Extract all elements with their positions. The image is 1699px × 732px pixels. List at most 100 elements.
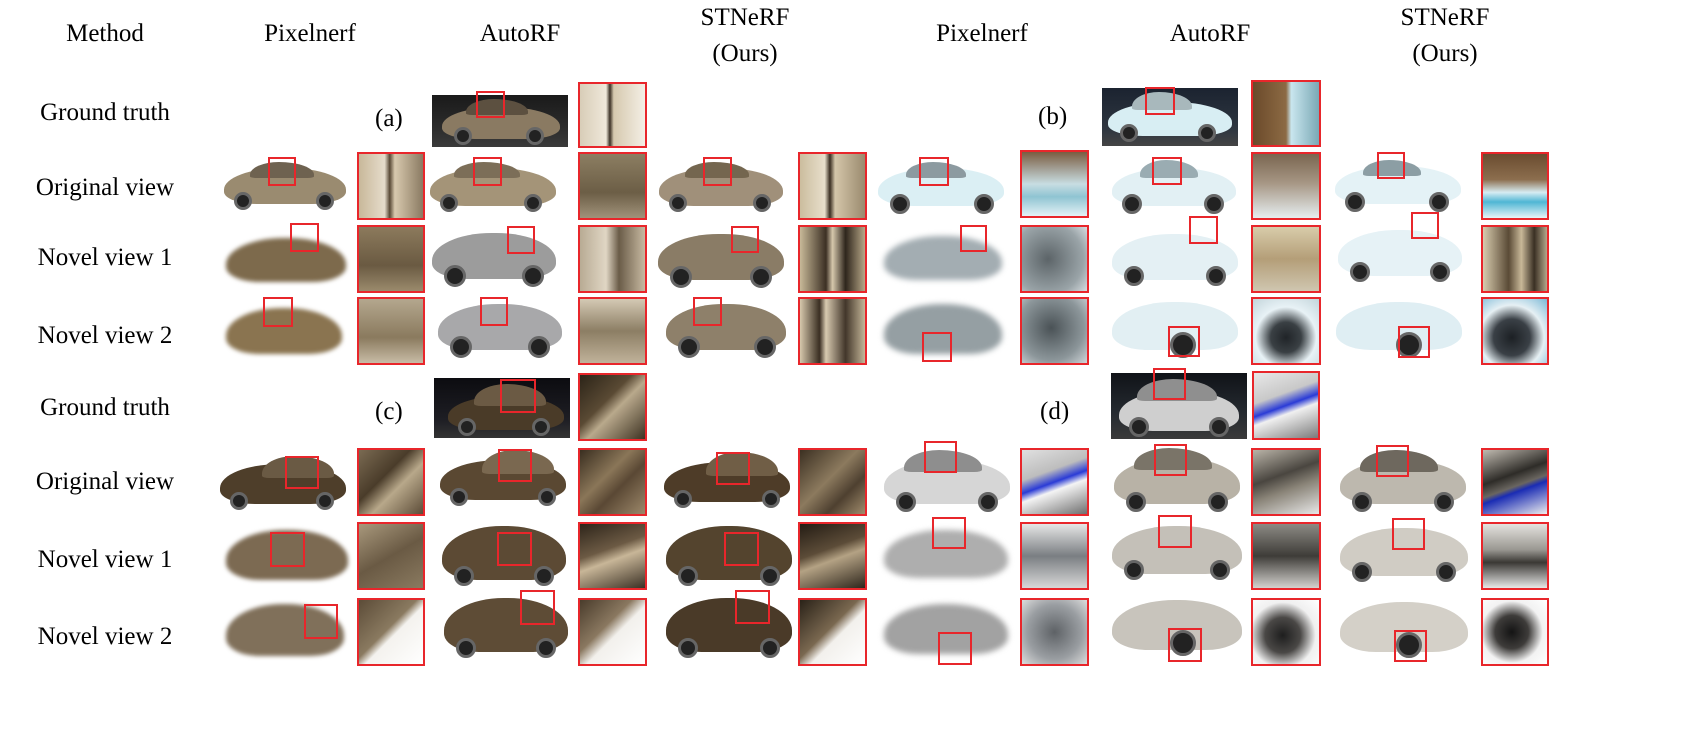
zoom-crop <box>1251 598 1321 666</box>
car-wheel <box>674 490 692 508</box>
autorf-novel-view-1-c <box>440 518 568 590</box>
car-shape <box>226 530 348 580</box>
selection-box <box>1398 326 1430 358</box>
ground-truth-crop-d <box>1252 371 1320 440</box>
car-wheel <box>1124 266 1144 286</box>
zoom-crop <box>1251 225 1321 293</box>
car-cabin <box>685 162 749 178</box>
zoom-crop <box>578 225 647 293</box>
car-wheel <box>762 490 780 508</box>
stnerf-novel-view-2-c <box>664 592 794 662</box>
car-wheel <box>1352 562 1372 582</box>
selection-box <box>497 532 532 566</box>
car-wheel <box>534 566 554 586</box>
stnerf-novel-view-2-a <box>664 296 790 360</box>
zoom-crop <box>1481 598 1549 666</box>
car-wheel <box>1204 194 1224 214</box>
car-wheel <box>316 492 334 510</box>
car-cabin <box>1360 450 1438 472</box>
row-label-novel-view-1-bottom: Novel view 1 <box>37 546 173 573</box>
zoom-crop <box>798 522 867 590</box>
selection-box <box>924 441 957 473</box>
selection-box <box>1376 445 1409 477</box>
car-cabin <box>1140 160 1198 178</box>
car-wheel <box>1124 560 1144 580</box>
car-wheel <box>536 638 556 658</box>
header-stnerf-name: STNeRF <box>1400 4 1490 31</box>
car-wheel <box>974 194 994 214</box>
car-cabin <box>474 384 546 406</box>
car-wheel <box>1198 124 1216 142</box>
car-wheel <box>450 488 468 506</box>
car-shape <box>884 304 1002 354</box>
car-wheel <box>1210 560 1230 580</box>
car-wheel <box>1206 266 1226 286</box>
car-wheel <box>1430 262 1450 282</box>
car-shape <box>226 238 346 282</box>
car-wheel <box>1429 192 1449 212</box>
car-wheel <box>1126 492 1146 512</box>
car-wheel <box>1350 262 1370 282</box>
autorf-novel-view-2-b <box>1110 292 1242 362</box>
ground-truth-image-b <box>1102 88 1238 146</box>
header-stnerf-ours: (Ours) <box>1412 40 1478 67</box>
ground-truth-selection-box-b <box>1145 87 1175 115</box>
zoom-crop <box>1251 522 1321 590</box>
ground-truth-selection-box-d <box>1153 368 1186 400</box>
car-wheel <box>456 638 476 658</box>
car-cabin <box>466 99 528 115</box>
stnerf-novel-view-2-d <box>1338 596 1470 662</box>
car-cabin <box>1137 379 1217 401</box>
zoom-crop <box>357 152 425 220</box>
car-wheel <box>450 336 472 358</box>
pixelnerf-novel-view-2-b <box>880 294 1006 362</box>
car-wheel <box>1436 562 1456 582</box>
zoom-crop <box>357 522 425 590</box>
autorf-original-view-d <box>1112 446 1244 514</box>
autorf-novel-view-1-b <box>1110 226 1242 288</box>
zoom-crop <box>357 448 425 516</box>
selection-box <box>1189 216 1218 244</box>
car-cabin <box>906 162 966 178</box>
autorf-novel-view-2-c <box>442 592 570 662</box>
car-wheel <box>538 488 556 506</box>
pixelnerf-original-view-c <box>218 454 348 512</box>
panel-tag-a: (a) <box>375 105 403 132</box>
zoom-crop <box>798 598 867 666</box>
stnerf-original-view-a <box>657 160 787 214</box>
car-shape <box>226 308 342 354</box>
zoom-crop <box>1020 225 1089 293</box>
selection-box <box>1377 152 1405 179</box>
zoom-crop <box>1251 448 1321 516</box>
stnerf-novel-view-1-d <box>1338 520 1470 584</box>
zoom-crop <box>357 225 425 293</box>
car-wheel <box>1122 194 1142 214</box>
selection-box <box>1392 518 1425 550</box>
car-wheel <box>1170 630 1196 656</box>
selection-box <box>473 157 502 186</box>
selection-box <box>263 297 293 327</box>
ground-truth-selection-box-a <box>476 91 505 118</box>
car-cabin <box>454 162 520 178</box>
pixelnerf-original-view-a <box>220 160 350 212</box>
car-wheel <box>532 418 550 436</box>
selection-box <box>268 157 296 186</box>
selection-box <box>724 532 759 566</box>
zoom-crop <box>798 225 867 293</box>
car-cabin <box>262 456 334 478</box>
car-wheel <box>896 492 916 512</box>
header-stnerf-name: STNeRF <box>700 4 790 31</box>
autorf-original-view-c <box>438 448 570 510</box>
car-wheel <box>230 492 248 510</box>
car-wheel <box>454 127 472 145</box>
autorf-novel-view-1-a <box>430 225 560 289</box>
selection-box <box>507 226 535 254</box>
zoom-crop <box>578 297 647 365</box>
car-wheel <box>526 127 544 145</box>
selection-box <box>1411 212 1439 239</box>
stnerf-novel-view-1-c <box>664 518 794 590</box>
zoom-crop <box>1020 522 1089 590</box>
car-wheel <box>522 265 544 287</box>
car-wheel <box>458 418 476 436</box>
header-autorf-right: AutoRF <box>1169 20 1251 47</box>
